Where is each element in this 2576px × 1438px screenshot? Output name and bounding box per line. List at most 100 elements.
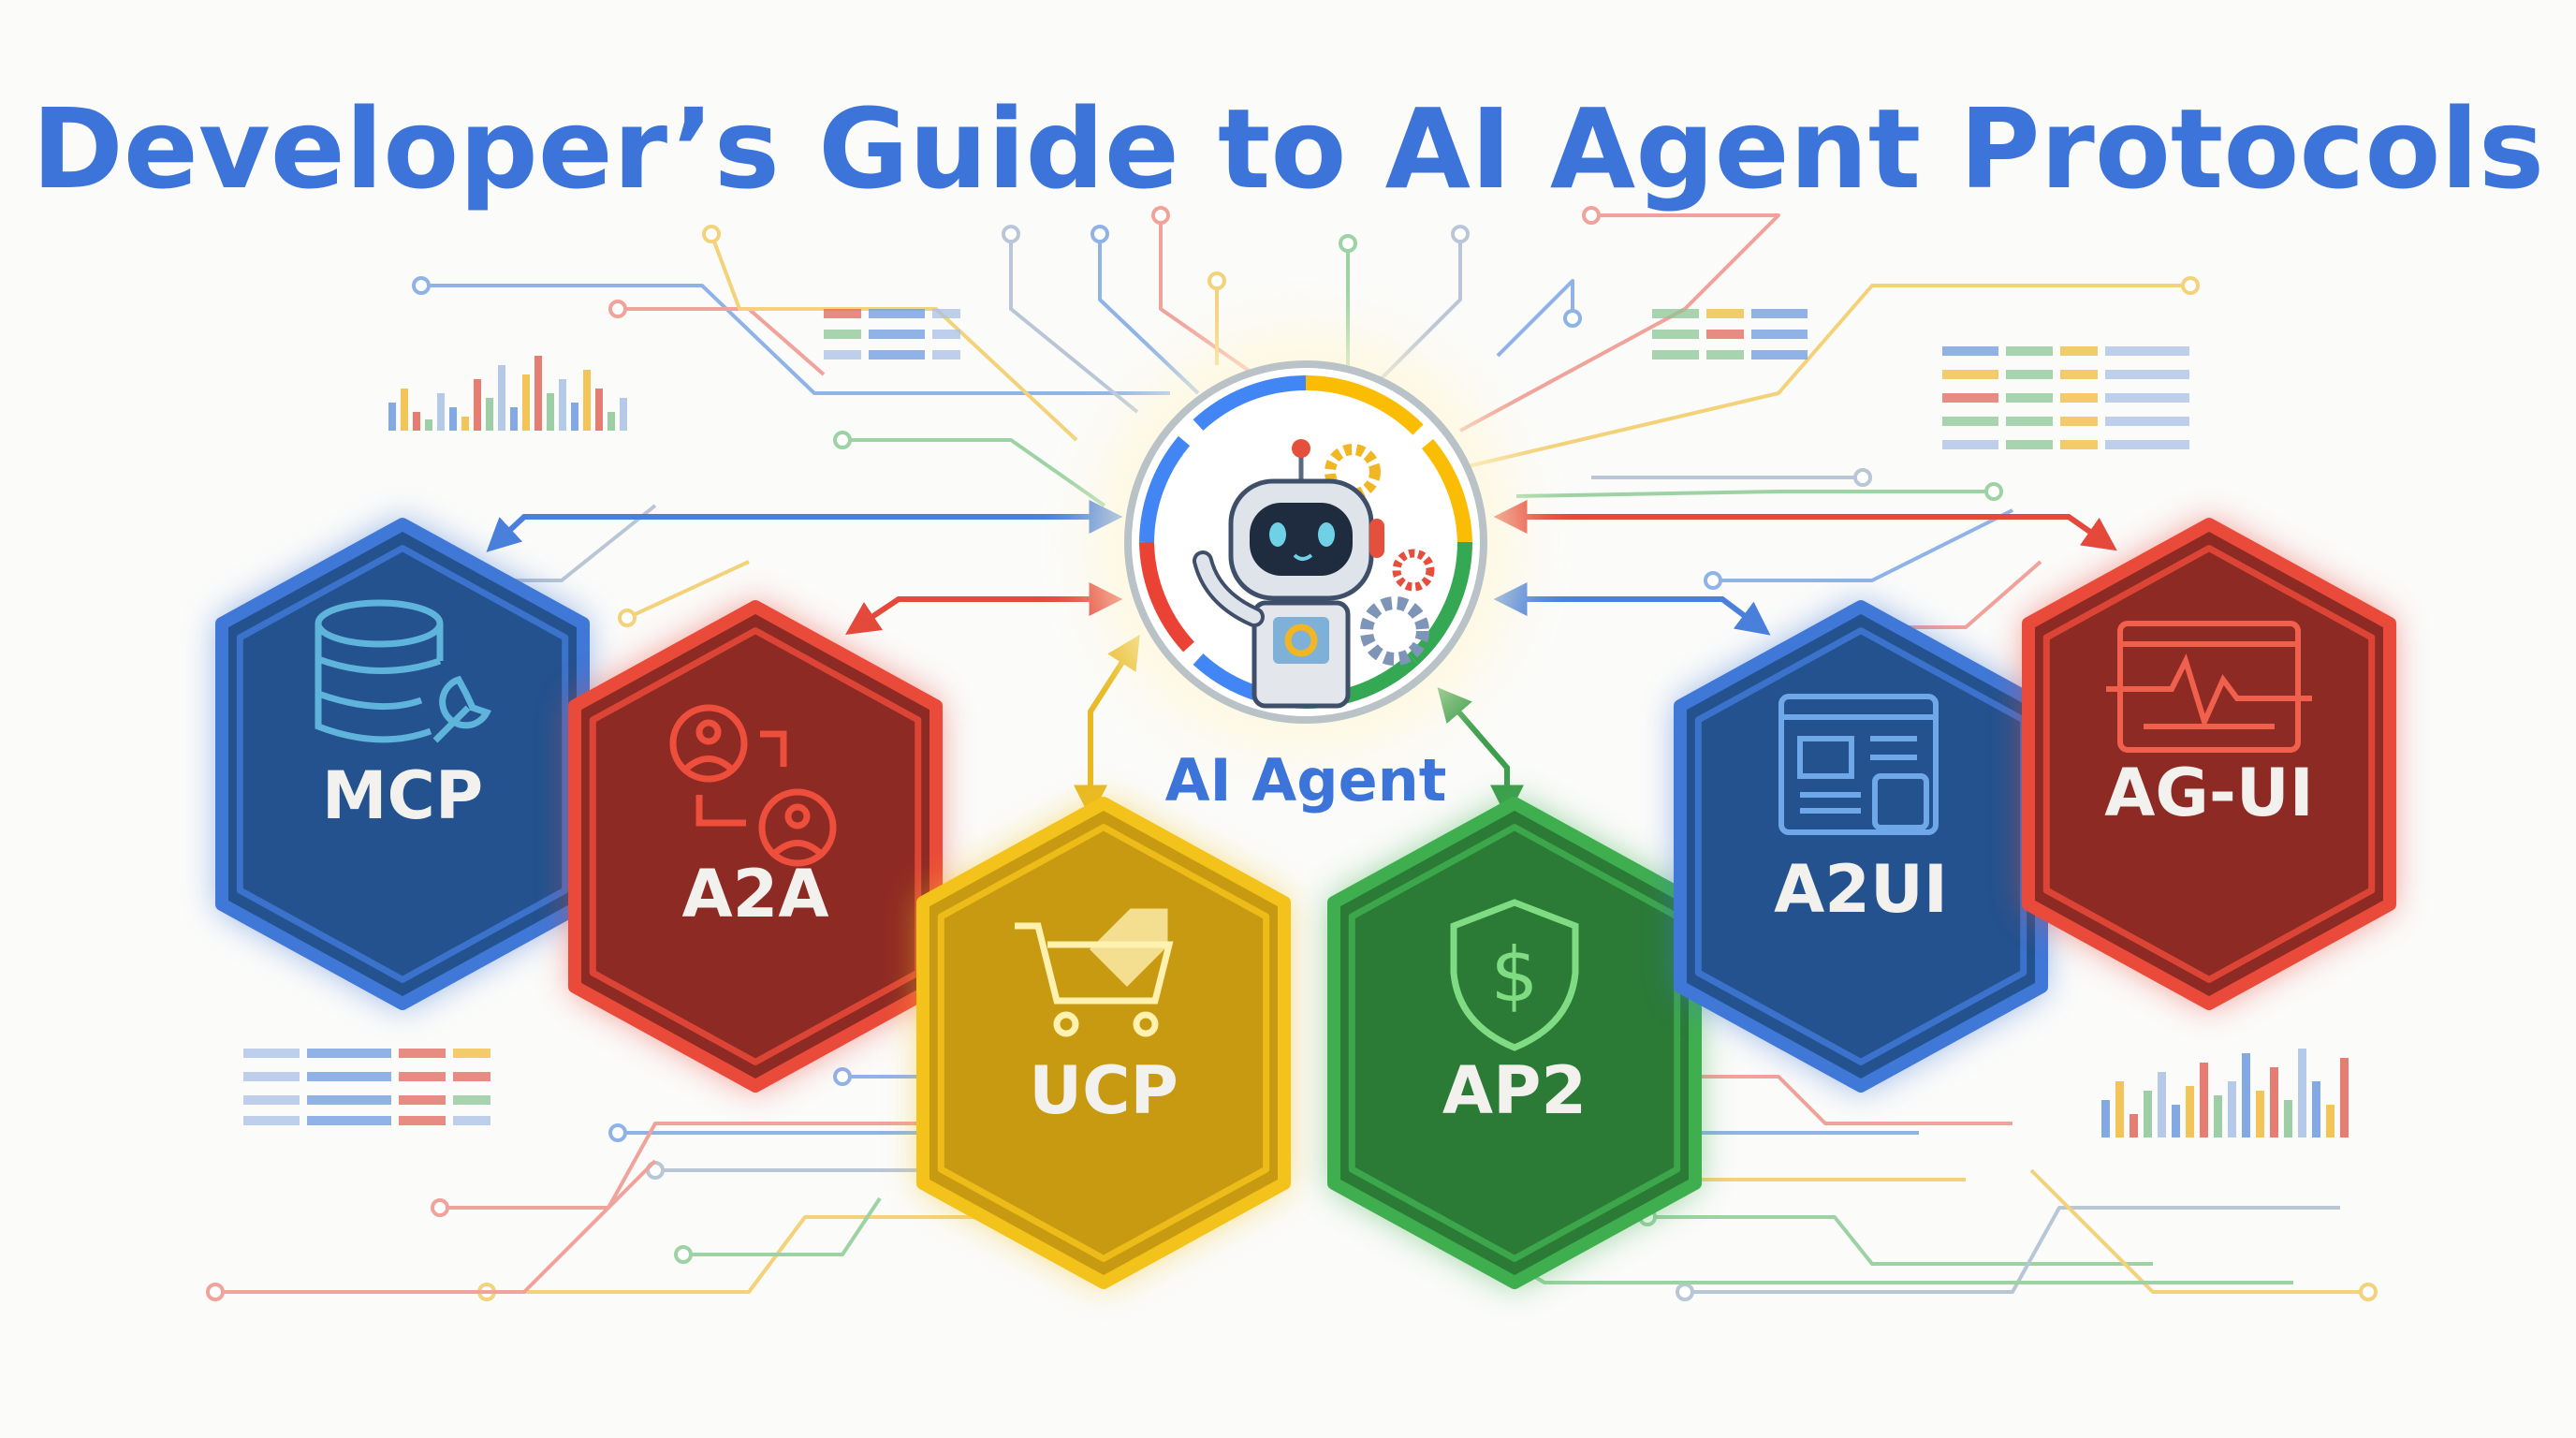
hex-body (215, 518, 590, 1010)
circuit-node (431, 1198, 449, 1217)
mini-bar (595, 389, 603, 431)
circuit-trace (626, 560, 750, 620)
circuit-node (2181, 276, 2200, 295)
circuit-trace (842, 438, 1106, 507)
mini-bar (2256, 1091, 2264, 1137)
protocol-ag-ui[interactable]: AG-UI (2022, 518, 2396, 1010)
protocol-label: A2A (681, 856, 828, 932)
mini-hbar (1751, 309, 1808, 318)
arrow-a2ui (1493, 582, 1771, 636)
mini-bar (2144, 1091, 2152, 1137)
mini-hbar (1942, 346, 1998, 356)
mini-hbar (453, 1049, 490, 1058)
mini-hbar (1652, 330, 1699, 339)
mini-hbar (2060, 346, 2098, 356)
mini-bar (2101, 1100, 2110, 1137)
circuit-node (1339, 234, 1357, 253)
mini-hbar (869, 330, 925, 339)
database-wrench-icon (315, 599, 491, 743)
mini-hbar (399, 1116, 446, 1125)
circuit-trace (1459, 213, 1780, 433)
mini-hbar (824, 309, 861, 318)
hex-body (1674, 600, 2048, 1093)
protocol-label: AG-UI (2104, 755, 2314, 831)
mini-hbar (2105, 440, 2189, 449)
monitor-pulse-icon (2106, 621, 2312, 753)
circuit-trace (215, 1159, 657, 1294)
protocol-mcp[interactable]: MCP (215, 518, 590, 1010)
mini-bar (607, 412, 615, 431)
circuit-node (1002, 225, 1020, 243)
protocol-ucp[interactable]: UCP (916, 797, 1291, 1289)
mini-hbar (1751, 330, 1808, 339)
circuit-node (702, 225, 721, 243)
ai-agent-label: AI Agent (1165, 746, 1447, 814)
mini-hbar (2006, 370, 2053, 379)
mini-bar (559, 379, 566, 431)
circuit-node (206, 1283, 225, 1301)
protocol-a2ui[interactable]: A2UI (1674, 600, 2048, 1093)
circuit-node (674, 1245, 693, 1264)
mini-bar (522, 374, 530, 431)
circuit-trace (618, 307, 826, 376)
circuit-node (1451, 225, 1470, 243)
hex-body (1327, 797, 1702, 1289)
circuit-node (1704, 571, 1722, 590)
mini-bar (510, 407, 518, 431)
mini-hbar (2060, 393, 2098, 403)
mini-bar (2284, 1100, 2292, 1137)
mini-bar (2115, 1081, 2124, 1137)
mini-bar (2172, 1105, 2180, 1137)
mini-bar (2186, 1086, 2194, 1137)
hex-body (916, 797, 1291, 1289)
protocol-a2a[interactable]: A2A (568, 600, 943, 1093)
mini-hbar (932, 350, 960, 360)
circuit-trace (1496, 279, 1574, 358)
arrow-ucp (1074, 634, 1140, 819)
mini-bar (401, 389, 408, 431)
mini-hbar (1706, 350, 1744, 360)
circuit-node (608, 1123, 627, 1142)
mini-hbar (1706, 330, 1744, 339)
decorative-mini-charts (243, 309, 2349, 1137)
mini-bar (2200, 1063, 2208, 1137)
mini-hbar (2105, 346, 2189, 356)
page-title: Developer’s Guide to AI Agent Protocols (32, 84, 2544, 213)
hex-inner-border (2042, 545, 2376, 983)
protocol-ap2[interactable]: $ AP2 (1327, 797, 1702, 1289)
mini-hbar (932, 309, 960, 318)
circuit-node (618, 609, 637, 627)
mini-hbar (243, 1095, 300, 1105)
hex-inner-border (937, 824, 1270, 1262)
mini-bar (461, 417, 469, 431)
circuit-node (1984, 482, 2003, 501)
mini-bar (2312, 1081, 2320, 1137)
mini-bar (474, 379, 481, 431)
mini-hbar (307, 1116, 391, 1125)
agents-exchange-icon (669, 704, 837, 867)
svg-text:$: $ (1491, 932, 1539, 1019)
mini-hbar (1942, 417, 1998, 426)
hex-inner-border (589, 627, 922, 1065)
mini-hbar (2006, 393, 2053, 403)
arrow-ap2 (1437, 687, 1524, 819)
mini-hbar (2060, 370, 2098, 379)
ai-agent-hub (1090, 327, 1521, 757)
mini-bar (534, 356, 542, 431)
mini-hbar (2006, 417, 2053, 426)
mini-hbar (307, 1095, 391, 1105)
mini-bar (2270, 1067, 2278, 1137)
mini-hbar (869, 350, 925, 360)
protocol-label: MCP (322, 757, 483, 834)
mini-hbar (1942, 370, 1998, 379)
circuit-trace (1515, 490, 1994, 498)
mini-hbar (824, 330, 861, 339)
circuit-node (1151, 206, 1170, 225)
mini-hbar (307, 1049, 391, 1058)
mini-hbar (243, 1072, 300, 1081)
circuit-trace (440, 1122, 936, 1210)
mini-bar (413, 412, 420, 431)
mini-hbar (453, 1072, 490, 1081)
arrow-mcp (486, 500, 1123, 552)
